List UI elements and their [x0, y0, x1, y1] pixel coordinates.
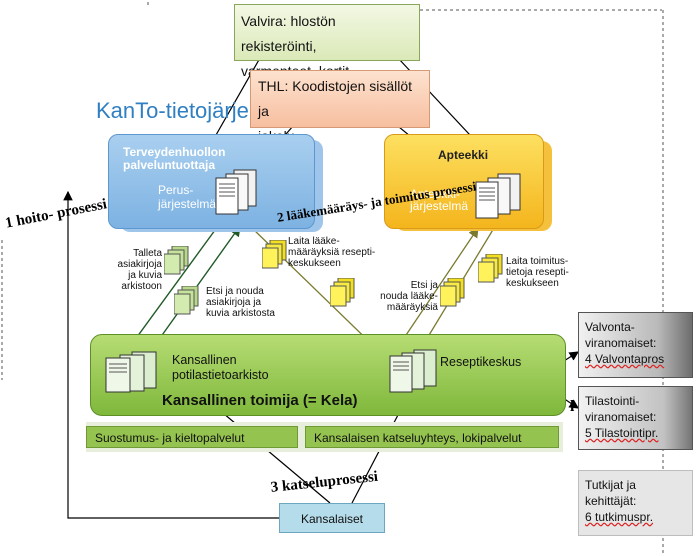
- researchers-label: Tutkijat ja kehittäjät:: [585, 478, 637, 508]
- provider-server-icon: [215, 169, 257, 215]
- yellow-document-icon: [330, 278, 355, 307]
- system-title: KanTo-tietojärje: [96, 98, 249, 123]
- store-archive-arrow: [125, 225, 219, 354]
- yellow-document-icon: [262, 240, 287, 269]
- thl-box: THL: Koodistojen sisällöt ja jakelu: [250, 70, 430, 144]
- statistics-label: Tilastointi- viranomaiset:: [585, 394, 657, 424]
- citizens-box: Kansalaiset: [279, 503, 385, 533]
- pharmacy-server-icon: [475, 173, 521, 219]
- fetch-prescription-arrow: [395, 226, 479, 351]
- provider-title: Terveydenhuollon palveluntuottaja: [123, 145, 226, 172]
- fetch-records-label: Etsi ja nouda asiakirjoja ja kuvia arkis…: [206, 286, 275, 319]
- consent-services: Suostumus- ja kieltopalvelut: [86, 426, 298, 448]
- frame-top-dash: [147, 2, 662, 11]
- process1-loop: [63, 190, 280, 519]
- research-process: 6 tutkimuspr.: [585, 510, 654, 524]
- statistics-marker: l: [570, 398, 575, 415]
- supervision-authorities-box: Valvonta- viranomaiset: 4 Valvontapros: [578, 312, 693, 378]
- yellow-document-icon: [440, 278, 465, 307]
- provider-box: [108, 134, 315, 229]
- prescription-center-server-icon: [389, 349, 437, 393]
- store-prescriptions-label: Laita lääke- määräyksiä resepti- keskuks…: [288, 236, 376, 269]
- prescription-center-label: Reseptikeskus: [440, 355, 522, 369]
- pharmacy-title: Apteekki: [438, 148, 489, 162]
- statistics-process: 5 Tilastointipr.: [585, 426, 659, 440]
- researchers-box: Tutkijat ja kehittäjät: 6 tutkimuspr.: [578, 470, 693, 536]
- pharmacy-system-label: Apteekki- järjestelmä: [410, 187, 469, 213]
- fetch-prescriptions-label: Etsi ja nouda lääke- määräyksiä: [380, 280, 438, 313]
- green-document-icon: [174, 286, 199, 315]
- yellow-document-icon: [478, 254, 503, 283]
- valvira-box: Valvira: hlostön rekisteröinti, varmente…: [234, 4, 420, 79]
- archive-label: Kansallinen potilastietoarkisto: [172, 353, 269, 382]
- national-actor-box: [90, 334, 566, 416]
- store-records-label: Talleta asiakirjoja ja kuvia arkistoon: [117, 248, 162, 292]
- national-actor-label: Kansallinen toimija (= Kela): [162, 392, 358, 409]
- citizen-view-services: Kansalaisen katseluyhteys, lokipalvelut: [305, 426, 559, 448]
- archive-server-icon: [105, 351, 157, 393]
- green-document-icon: [164, 246, 189, 275]
- supervision-label: Valvonta- viranomaiset:: [585, 320, 657, 350]
- provider-system-label: Perus- järjestelmä(t): [158, 183, 228, 211]
- statistics-authorities-box: Tilastointi- viranomaiset: 5 Tilastointi…: [578, 386, 693, 450]
- store-dispensing-label: Laita toimitus- tietoja resepti- keskuks…: [506, 256, 569, 289]
- supervision-process: 4 Valvontapros: [585, 352, 665, 366]
